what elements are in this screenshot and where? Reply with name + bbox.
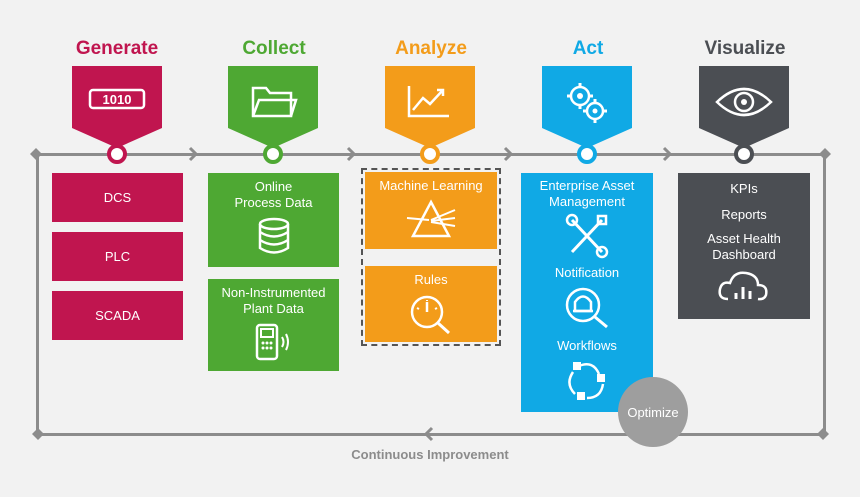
asset-health-label-line1: Asset Health: [707, 231, 781, 246]
generate-item-plc: PLC: [52, 232, 183, 281]
generate-node-icon: [107, 144, 127, 164]
folder-icon: [228, 66, 318, 148]
workflow-cycle-icon: [568, 362, 605, 400]
visualize-box: KPIs Reports Asset Health Dashboard: [678, 173, 810, 319]
eam-label-line2: Management: [549, 194, 625, 209]
cloud-chart-icon: [718, 271, 768, 301]
optimize-label: Optimize: [627, 404, 679, 420]
chevron-right-icon: [346, 146, 357, 162]
trend-chart-icon: [385, 66, 475, 148]
online-label-line1: Online: [254, 179, 293, 194]
eam-label-line1: Enterprise Asset: [539, 178, 635, 193]
chevron-right-icon: [503, 146, 514, 162]
asset-health-label-line2: Dashboard: [712, 247, 776, 262]
kpis-label: KPIs: [730, 181, 758, 196]
act-node-icon: [577, 144, 597, 164]
bell-magnifier-icon: [565, 287, 608, 329]
ml-label: Machine Learning: [379, 178, 483, 193]
left-loop-line: [36, 153, 39, 435]
generate-item-label: DCS: [103, 190, 132, 205]
generate-item-label: PLC: [104, 249, 131, 264]
reports-label: Reports: [721, 207, 767, 222]
rules-label: Rules: [414, 272, 448, 287]
binary-icon: 1010: [72, 66, 162, 148]
stage-title-analyze: Analyze: [395, 38, 467, 59]
right-loop-line: [823, 153, 826, 435]
analyze-dashed-group: [361, 168, 501, 346]
non-instrumented-label-line2: Plant Data: [243, 301, 304, 316]
stage-title-collect: Collect: [242, 38, 306, 59]
chevron-right-icon: [188, 146, 199, 162]
chevron-right-icon: [662, 146, 673, 162]
collect-online-box: Online Process Data: [208, 173, 339, 267]
visualize-node-icon: [734, 144, 754, 164]
gears-icon: [542, 66, 632, 148]
top-left-diamond-icon: [30, 148, 42, 160]
database-icon: [258, 217, 289, 254]
bottom-right-diamond-icon: [817, 428, 829, 440]
act-box: Enterprise Asset Management Notification…: [521, 173, 653, 412]
svg-text:1010: 1010: [103, 92, 132, 107]
gauge-magnifier-icon: [410, 295, 451, 335]
top-right-diamond-icon: [819, 148, 831, 160]
bottom-left-diamond-icon: [32, 428, 44, 440]
generate-item-label: SCADA: [95, 308, 140, 323]
analyze-ml-box: Machine Learning: [365, 172, 497, 249]
stage-title-generate: Generate: [75, 38, 159, 59]
notification-label: Notification: [554, 265, 620, 280]
stage-title-act: Act: [572, 38, 604, 59]
optimize-badge: Optimize: [618, 377, 688, 447]
bottom-loop-line: [36, 433, 826, 436]
stage-title-visualize: Visualize: [704, 38, 786, 59]
workflows-label: Workflows: [557, 338, 617, 353]
handheld-device-icon: [255, 323, 289, 361]
continuous-improvement-label: Continuous Improvement: [351, 447, 509, 462]
analyze-rules-box: Rules: [365, 266, 497, 342]
chevron-left-icon: [423, 426, 434, 442]
collect-non-instrumented-box: Non-Instrumented Plant Data: [208, 279, 339, 371]
non-instrumented-label-line1: Non-Instrumented: [221, 285, 326, 300]
generate-item-scada: SCADA: [52, 291, 183, 340]
generate-item-dcs: DCS: [52, 173, 183, 222]
online-label-line2: Process Data: [234, 195, 313, 210]
eye-icon: [699, 66, 789, 148]
wrench-screwdriver-icon: [565, 213, 609, 259]
analyze-node-icon: [420, 144, 440, 164]
collect-node-icon: [263, 144, 283, 164]
prism-icon: [406, 199, 456, 238]
